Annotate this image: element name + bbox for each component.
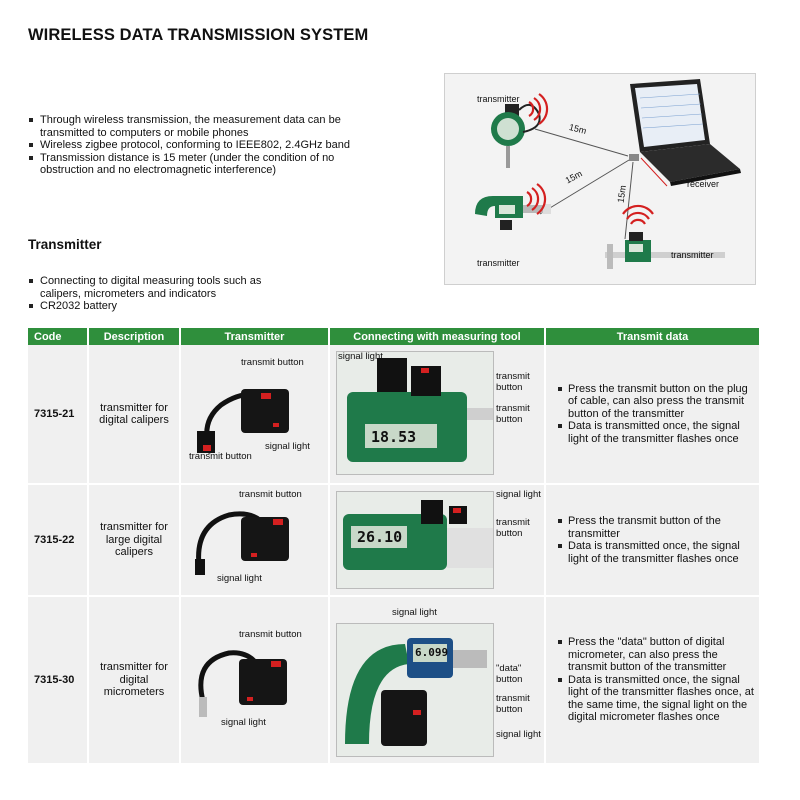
transmit-step: Press the transmit button of the transmi… [558, 515, 759, 540]
transmitter-feature-item: CR2032 battery [28, 300, 288, 313]
micrometer-photo: 6.099 [336, 623, 494, 757]
column-header: Description [88, 328, 181, 345]
transmit-button-label: transmit button [496, 403, 530, 425]
feature-item: Transmission distance is 15 meter (under… [28, 152, 378, 177]
signal-light-label: signal light [338, 351, 383, 362]
column-header: Connecting with measuring tool [329, 328, 546, 345]
signal-light-label: signal light [496, 489, 541, 500]
laptop-icon [630, 79, 741, 186]
transmit-step: Press the transmit button on the plug of… [558, 383, 759, 421]
page-title: WIRELESS DATA TRANSMISSION SYSTEM [28, 26, 369, 44]
transmit-button-label: transmit button [496, 693, 530, 715]
large-caliper-icon [337, 492, 493, 588]
transmitter-device-icon [195, 511, 289, 575]
receiver-icon [629, 154, 639, 161]
system-diagram: transmitter 15m 15m 15m receiver transmi… [444, 73, 756, 285]
transmitter-image-cell: transmit button signal light transmit bu… [180, 345, 330, 485]
transmit-button-label: transmit button [496, 371, 530, 393]
product-code: 7315-22 [28, 484, 89, 597]
transmit-button-label: transmit button [239, 489, 302, 500]
data-button-label: "data" button [496, 663, 523, 685]
product-code: 7315-21 [28, 345, 89, 485]
feature-item: Wireless zigbee protocol, conforming to … [28, 139, 378, 152]
micrometer-icon [337, 624, 493, 756]
micrometer-display: 6.099 [415, 646, 449, 659]
transmitter-heading: Transmitter [28, 237, 102, 252]
signal-light-label: signal light [496, 729, 541, 740]
caliper-display: 18.53 [371, 428, 417, 446]
product-description: transmitter for large digital calipers [88, 484, 181, 597]
transmit-button-label: transmit button [189, 451, 252, 462]
diagram-transmitter-label: transmitter [671, 250, 714, 260]
transmit-data-cell: Press the "data" button of digital micro… [545, 596, 759, 765]
table-header-row: Code Description Transmitter Connecting … [28, 328, 759, 345]
diagram-transmitter-label: transmitter [477, 258, 520, 268]
signal-light-label: signal light [217, 573, 262, 584]
transmitter-device-icon [198, 650, 287, 717]
transmit-step: Data is transmitted once, the signal lig… [558, 540, 759, 565]
column-header: Code [28, 328, 89, 345]
column-header: Transmitter [180, 328, 330, 345]
transmitter-image-cell: transmit button signal light [180, 484, 330, 597]
transmit-data-cell: Press the transmit button of the transmi… [545, 484, 759, 597]
signal-icon [526, 93, 654, 225]
caliper-display: 26.10 [357, 528, 403, 546]
large-caliper-photo: 26.10 [336, 491, 494, 589]
product-code: 7315-30 [28, 596, 89, 765]
feature-list: Through wireless transmission, the measu… [28, 114, 378, 177]
system-diagram-illustration [475, 79, 741, 269]
transmit-data-cell: Press the transmit button on the plug of… [545, 345, 759, 485]
table-row: 7315-21 transmitter for digital calipers… [28, 345, 759, 485]
table-row: 7315-30 transmitter for digital micromet… [28, 596, 759, 765]
transmitter-feature-item: Connecting to digital measuring tools su… [28, 275, 288, 300]
caliper-icon [337, 352, 493, 474]
tool-image-cell: 6.099 signal light "data" button transmi… [329, 596, 546, 765]
table-row: 7315-22 transmitter for large digital ca… [28, 484, 759, 597]
feature-item: Through wireless transmission, the measu… [28, 114, 378, 139]
product-description: transmitter for digital calipers [88, 345, 181, 485]
transmitter-image-cell: transmit button signal light [180, 596, 330, 765]
tool-image-cell: 26.10 signal light transmit button [329, 484, 546, 597]
transmit-button-label: transmit button [239, 629, 302, 640]
caliper-photo: 18.53 [336, 351, 494, 475]
transmitter-feature-list: Connecting to digital measuring tools su… [28, 275, 288, 313]
transmit-button-label: transmit button [241, 357, 304, 368]
transmit-button-label: transmit button [496, 517, 530, 539]
transmit-step: Data is transmitted once, the signal lig… [558, 674, 759, 724]
receiver-pointer [640, 157, 668, 187]
spec-table: Code Description Transmitter Connecting … [28, 328, 759, 765]
column-header: Transmit data [545, 328, 759, 345]
signal-light-label: signal light [221, 717, 266, 728]
signal-light-label: signal light [265, 441, 310, 452]
transmit-step: Data is transmitted once, the signal lig… [558, 420, 759, 445]
signal-light-label: signal light [392, 607, 437, 618]
transmitter-device-icon [197, 389, 289, 454]
diagram-transmitter-label: transmitter [477, 94, 520, 104]
product-description: transmitter for digital micrometers [88, 596, 181, 765]
diagram-receiver-label: receiver [687, 179, 720, 189]
caliper-icon [605, 232, 725, 269]
transmit-step: Press the "data" button of digital micro… [558, 636, 759, 674]
tool-image-cell: 18.53 signal light transmit button trans… [329, 345, 546, 485]
